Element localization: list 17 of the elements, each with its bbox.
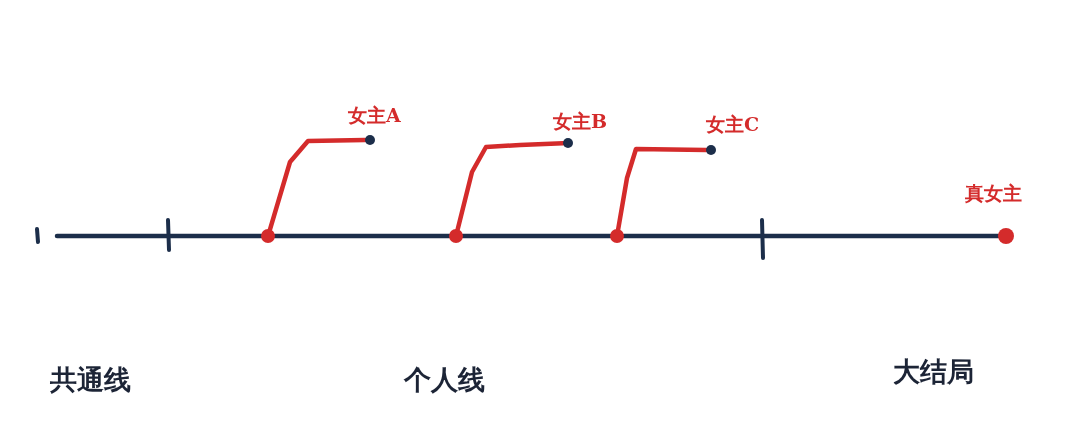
branch-point [610,229,624,243]
section-label: 共通线 [50,363,131,397]
timeline-line [54,233,264,239]
branch-line [615,146,709,232]
ending-label: 真女主 [965,182,1022,204]
branch-line [267,137,368,232]
branch-point [261,229,275,243]
ending-label: 女主C [706,113,760,135]
section-label: 大结局 [893,355,974,389]
branch-point [449,229,463,243]
ending-label: 女主B [553,110,608,132]
branch-line [455,140,566,232]
timeline-line [621,233,1001,239]
timeline-line [272,233,452,239]
timeline-line [460,233,613,239]
section-label: 个人线 [404,363,485,397]
ending-label: 女主A [348,104,401,126]
